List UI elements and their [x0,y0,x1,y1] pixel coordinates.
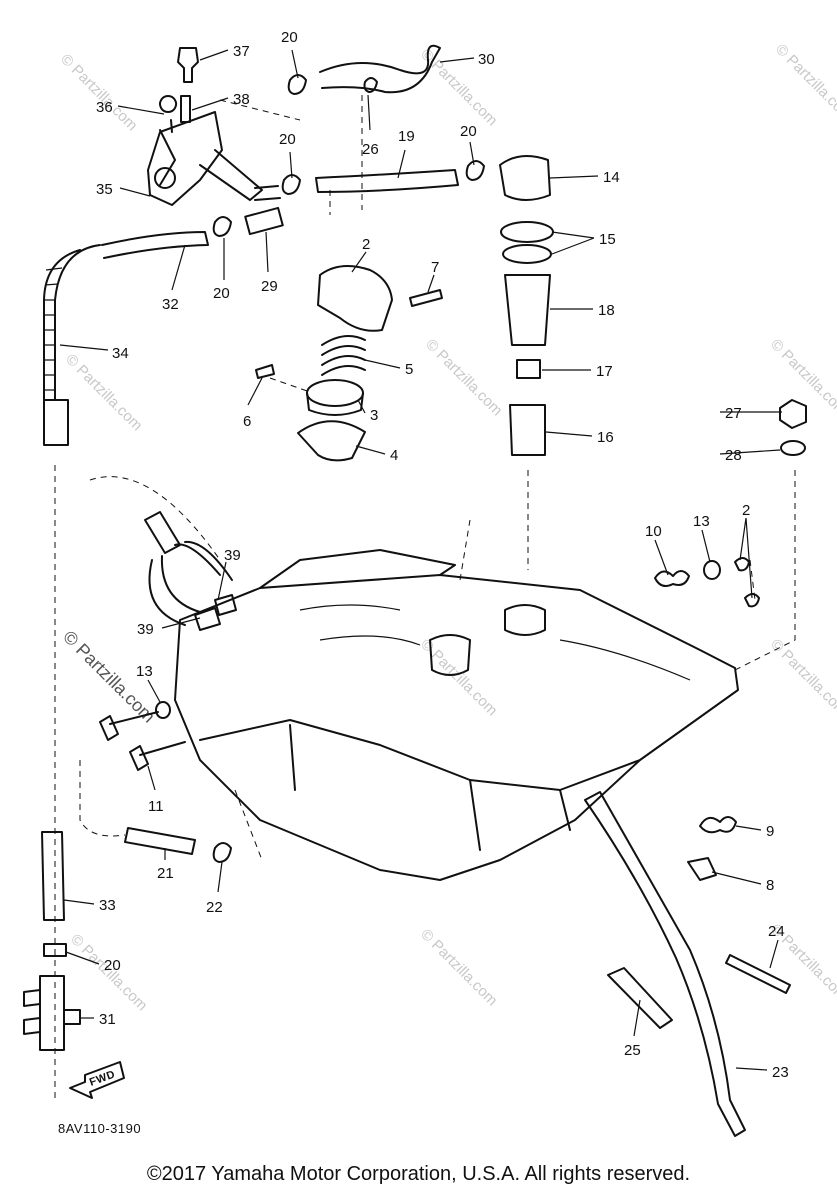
part-callout-29: 29 [261,278,278,295]
part-callout-36: 36 [96,99,113,116]
part-callout-8: 8 [766,877,774,894]
part-callout-11: 11 [148,798,164,815]
assembly-guides [54,95,796,1100]
part-callout-18: 18 [598,302,615,319]
part-callout-25: 25 [624,1042,641,1059]
fuel-cock-assembly [147,47,281,206]
part-callout-26: 26 [362,141,379,158]
parts-diagram: © Partzilla.com © Partzilla.com © Partzi… [23,29,837,1137]
part-callout-17: 17 [596,363,613,380]
part-callout-4: 4 [390,447,398,464]
part-callout-14: 14 [603,169,620,186]
part-callout-16: 16 [597,429,614,446]
leader-lines [59,49,782,1071]
watermark: © Partzilla.com [62,351,145,434]
part-callout-32: 32 [162,296,179,313]
part-callout-37: 37 [233,43,250,60]
watermark: © Partzilla.com [422,336,505,419]
part-callout-3: 3 [370,407,378,424]
breather-hose [144,511,237,631]
hoses [101,44,459,259]
part-callout-35: 35 [96,181,113,198]
part-callout-9: 9 [766,823,774,840]
fitting-29 [244,206,284,236]
part-callout-20: 20 [213,285,230,302]
fuel-tank [174,549,739,881]
part-callout-15: 15 [599,231,616,248]
part-callout-24: 24 [768,923,785,940]
watermark: © Partzilla.com [417,926,500,1009]
hose-clamps [43,74,485,957]
watermark: © Partzilla.com [767,336,837,419]
part-callout-7: 7 [431,259,439,276]
part-callout-28: 28 [725,447,742,464]
cable-ties [607,954,791,1029]
overflow-hose-23 [584,791,746,1137]
watermark: © Partzilla.com [772,41,837,124]
part-callout-13: 13 [693,513,710,530]
part-callout-2: 2 [362,236,370,253]
pipe-and-joint [23,831,81,1051]
part-callout-30: 30 [478,51,495,68]
part-callout-33: 33 [99,897,116,914]
part-callout-5: 5 [405,361,413,378]
hose-21-clamp-22 [124,827,232,863]
part-callout-21: 21 [157,865,174,882]
corrugated-hose-34 [43,244,101,446]
part-callout-27: 27 [725,405,742,422]
fuel-cap-assembly [255,265,443,462]
part-callout-34: 34 [112,345,129,362]
part-callout-6: 6 [243,413,251,430]
part-callout-20: 20 [279,131,296,148]
part-callout-20: 20 [104,957,121,974]
part-callout-2: 2 [742,502,750,519]
mounting-bolts [99,701,186,771]
part-callout-23: 23 [772,1064,789,1081]
part-callout-31: 31 [99,1011,116,1028]
diagram-code: 8AV110-3190 [58,1121,141,1136]
nut-and-washer [779,399,807,456]
forward-arrow-icon: FWD [69,1061,125,1099]
small-fittings [654,557,760,881]
copyright-notice: ©2017 Yamaha Motor Corporation, U.S.A. A… [146,1163,691,1185]
part-callout-20: 20 [460,123,477,140]
fuel-level-unit [499,155,554,456]
part-callout-39: 39 [224,547,241,564]
part-callout-19: 19 [398,128,415,145]
watermark: © Partzilla.com [57,51,140,134]
part-callout-13: 13 [136,663,153,680]
part-callout-20: 20 [281,29,298,46]
part-callout-10: 10 [645,523,662,540]
part-callout-38: 38 [233,91,250,108]
part-callout-39: 39 [137,621,154,638]
part-callout-22: 22 [206,899,223,916]
